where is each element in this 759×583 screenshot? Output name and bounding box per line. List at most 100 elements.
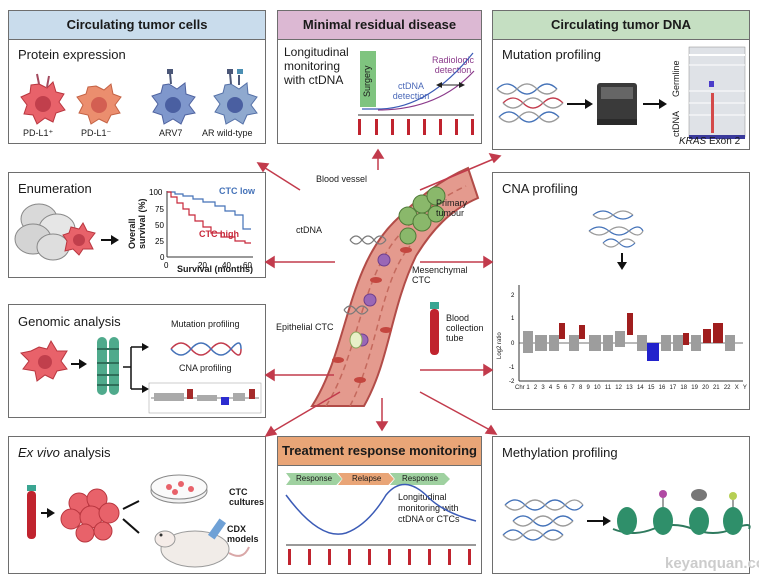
phase-response-1-label: Response [296,474,333,483]
chr-label: 10 [593,385,601,391]
surgery-banner: Surgery [360,51,376,107]
protein-expression-title: Protein expression [18,47,126,62]
label-arv7: ARV7 [159,128,183,138]
chr-label: 3 [541,385,545,391]
primary-tumour-cluster [398,186,446,245]
ctc-cultures-label: CTC cultures [229,487,265,507]
ctdna-detection-label: ctDNA detection [392,81,430,101]
dna-fragments-icon [496,83,564,123]
panel-minimal-residual-disease: Minimal residual disease Longitudinal mo… [277,10,482,144]
phase-response-1: Response [286,473,342,485]
panel-enumeration: Enumeration Overall survival (%) 100 75 … [8,172,266,278]
svg-text:100: 100 [149,188,163,197]
trm-blood-tubes [288,549,471,565]
vessel-ctdna-helix [343,235,387,315]
primary-tumour-label: Primary tumour [436,198,467,218]
chr-label: 21 [712,385,720,391]
epithelial-ctc [349,331,363,349]
cna-illustration: 2 1 0 -1 -2 [509,210,743,385]
panel-cna-profiling: CNA profiling 2 1 0 -1 -2 [492,172,750,410]
sequencer-icon [597,83,637,125]
svg-text:60: 60 [243,261,252,270]
ctc-aggregate-icon [60,488,120,543]
svg-text:25: 25 [155,237,164,246]
chr-label: 2 [533,385,538,391]
kras-exon: Exon 2 [709,136,741,147]
panel-protein-expression: Circulating tumor cells Protein expressi… [8,10,266,144]
svg-text:0: 0 [164,261,169,270]
phase-relapse-label: Relapse [352,474,382,483]
red-blood-cells [332,247,412,383]
header-circulating-tumor-cells: Circulating tumor cells [9,11,265,40]
header-treatment-response-monitoring: Treatment response monitoring [278,437,481,466]
genomic-illustration [19,337,262,414]
svg-text:40: 40 [222,261,231,270]
sequencing-reads-view [688,46,746,139]
chr-label: 17 [669,385,677,391]
collection-tube [430,302,439,355]
panel-methylation-profiling: Methylation profiling keyanquan.com [492,436,759,574]
survival-ylabel: Overall survival (%) [127,198,147,249]
kras-exon-label: KRAS Exon 2 [679,136,740,147]
trm-curve [285,483,477,565]
mrd-longitudinal-title: Longitudinal monitoring with ctDNA [284,45,349,87]
ctc-low-label: CTC low [219,186,255,196]
watermark: keyanquan.com [665,555,759,572]
header-minimal-residual-disease: Minimal residual disease [278,11,481,40]
svg-text:20: 20 [198,261,207,270]
methylation-profiling-title: Methylation profiling [502,445,618,460]
ex-vivo-illustration [27,474,250,568]
chr-label: 12 [615,385,622,391]
chr-label: X [734,385,739,391]
chr-label: 8 [578,385,583,391]
germline-label: Germline [671,60,681,97]
chr-label: Y [742,385,747,391]
ex-vivo-rest: analysis [59,445,111,460]
cna-dna-fragments [588,210,644,248]
panel-ex-vivo-analysis: Ex vivo analysis [8,436,266,574]
mutation-illustration [496,46,746,139]
blood-vessel-label: Blood vessel [316,174,368,184]
ctdna-rotated-label: ctDNA [671,110,681,137]
epithelial-ctc-label: Epithelial CTC [276,322,334,332]
ar-wildtype-cell [213,69,258,125]
mutation-profiling-title: Mutation profiling [502,47,601,62]
kras-gene: KRAS [679,136,707,147]
chr-label: Chr 1 [515,385,530,391]
svg-text:-1: -1 [509,365,515,371]
svg-text:2: 2 [511,293,515,299]
cdx-models-label: CDX models [227,524,259,544]
chr-label: 15 [647,385,655,391]
chr-label: 13 [626,385,633,391]
cna-genome-plot: 2 1 0 -1 -2 [509,285,743,385]
mouse-icon [154,518,250,568]
svg-text:75: 75 [155,205,164,214]
survival-chart: 100 75 50 25 0 0 20 40 60 [149,188,253,270]
arv7-cell [151,69,196,125]
survival-xlabel: Survival (months) [177,264,254,274]
mesenchymal-ctc-label: Mesenchymal CTC [412,265,468,285]
svg-text:0: 0 [511,341,515,347]
methylation-dna-fragments [502,499,584,541]
genomic-mutation-label: Mutation profiling [171,319,240,329]
svg-text:0: 0 [160,253,165,262]
pdl1-negative-cell [76,83,122,125]
dna-helix-icon [170,342,242,356]
petri-dish-icon [150,474,208,504]
mini-cna-plot [148,382,262,414]
mrd-blood-tubes [358,119,474,135]
blood-tube-icon [27,485,36,539]
chromosome-icon [97,337,119,395]
enumeration-title: Enumeration [18,181,92,196]
methylation-illustration [502,489,751,541]
ctc-cluster-illustration [14,203,119,261]
radiologic-detection-label: Radiologic detection [431,55,475,75]
protein-cells-illustration [20,69,258,125]
phase-relapse: Relapse [338,473,394,485]
trm-description: Longitudinal monitoring with ctDNA or CT… [398,492,460,524]
pdl1-positive-cell [20,73,66,125]
ex-vivo-italic: Ex vivo [18,445,60,460]
cna-profiling-title: CNA profiling [502,181,578,196]
chr-label: 7 [571,385,575,391]
phase-response-2-label: Response [402,474,439,483]
